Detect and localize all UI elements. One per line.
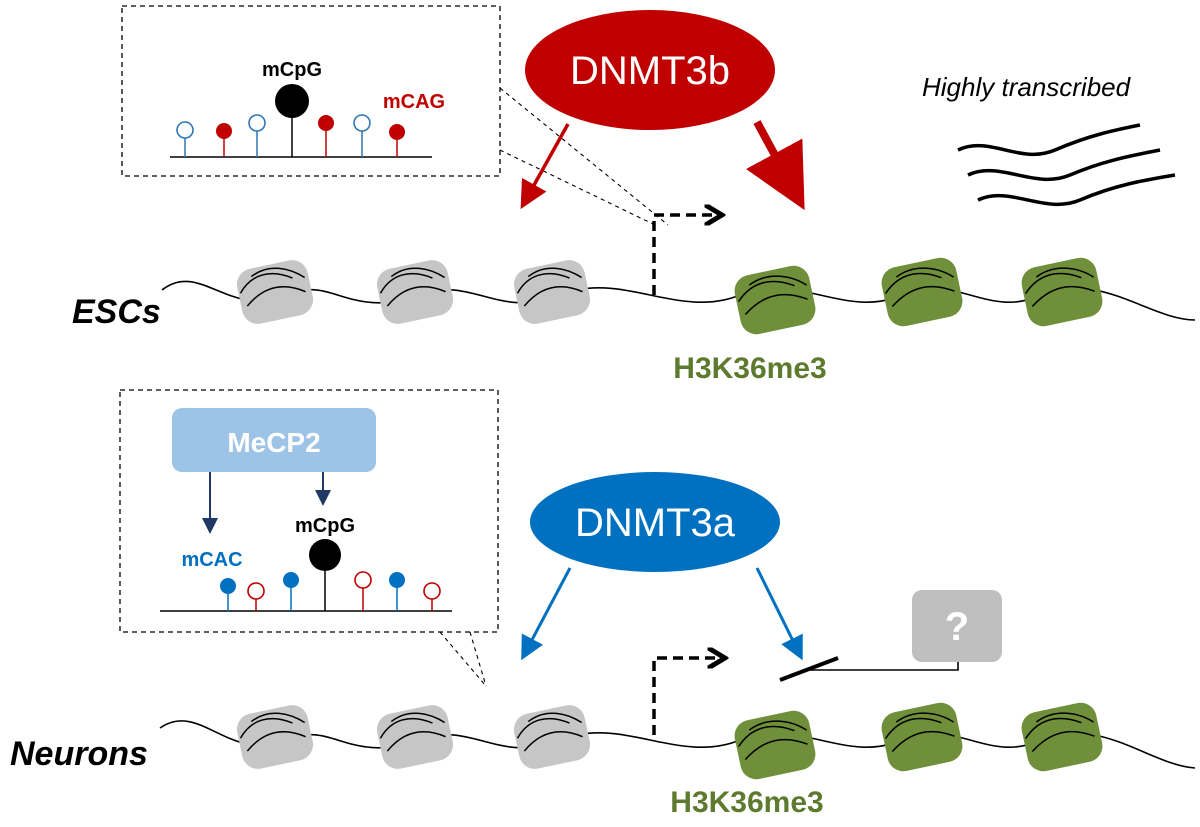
- esc-lollipop-unmethylated-2: [248, 114, 266, 157]
- unknown-connector-line: [810, 660, 959, 671]
- dnmt3a-enzyme: DNMT3a: [530, 472, 780, 572]
- esc-nucleosome-gray-3: [513, 260, 591, 324]
- neuron-nucleosome-gray-1: [236, 705, 314, 769]
- esc-tss-arrow: [652, 215, 715, 295]
- esc-mcpg-label: mCpG: [262, 59, 322, 81]
- neuron-cell-label: Neurons: [10, 735, 148, 773]
- dnmt3b-enzyme: DNMT3b: [525, 10, 775, 130]
- neuron-nucleosome-green-1: [734, 710, 816, 780]
- neuron-nucleosome-green-2: [881, 702, 963, 772]
- esc-callout-line-lower: [499, 149, 656, 226]
- neuron-callout-line-right: [469, 631, 487, 687]
- esc-methylation-inset: mCpG mCAG: [121, 5, 501, 177]
- esc-cell-label: ESCs: [72, 293, 161, 331]
- esc-nucleosome-gray-1: [236, 260, 314, 324]
- esc-nucleosome-green-2: [881, 257, 963, 327]
- transcript-lines-icon: [957, 123, 1176, 207]
- dnmt3b-arrow-mch: [520, 123, 570, 210]
- mecp2-box: [172, 408, 376, 472]
- neuron-lollipop-unmethylated-1: [247, 582, 265, 611]
- esc-inset-border: [121, 5, 501, 177]
- dnmt3a-arrow-gene-body: [755, 567, 803, 661]
- neuron-lollipop-unmethylated-2: [354, 571, 372, 611]
- esc-panel: mCpG mCAG DNMT3b Highly transcribed: [72, 5, 1196, 385]
- mecp2-reader: MeCP2: [172, 408, 376, 472]
- esc-lollipop-unmethylated-1: [176, 121, 194, 157]
- mecp2-label: MeCP2: [227, 427, 320, 458]
- neuron-inset-border: [119, 389, 499, 633]
- unknown-factor: ?: [912, 590, 1002, 662]
- block-bar-icon: [779, 656, 839, 682]
- neuron-lollipop-mcpg: [309, 539, 341, 611]
- dnmt3b-arrow-gene-body: [746, 120, 805, 211]
- esc-lollipop-unmethylated-3: [353, 114, 371, 157]
- esc-mcag-label: mCAG: [383, 91, 445, 113]
- neuron-tss-arrow: [652, 658, 718, 735]
- unknown-factor-box: [912, 590, 1002, 662]
- neuron-panel: MeCP2: [10, 389, 1196, 819]
- neuron-nucleosome-gray-3: [513, 705, 591, 769]
- esc-h3k36me3-label: H3K36me3: [673, 352, 826, 385]
- esc-nucleosome-green-3: [1021, 257, 1103, 327]
- neuron-nucleosome-gray-2: [376, 705, 454, 769]
- neuron-lollipop-mcac-3: [389, 572, 405, 611]
- neuron-h3k36me3-label: H3K36me3: [670, 786, 823, 819]
- esc-lollipop-mcag-1: [216, 123, 232, 157]
- esc-lollipop-mcag-2: [318, 115, 334, 157]
- neuron-methylation-inset: MeCP2: [119, 389, 499, 633]
- neuron-lollipop-mcac-2: [283, 572, 299, 611]
- neuron-lollipop-mcac-1: [220, 578, 236, 611]
- esc-lollipop-mcag-3: [389, 124, 405, 157]
- neuron-lollipop-unmethylated-3: [423, 582, 441, 611]
- esc-nucleosome-green-1: [734, 265, 816, 335]
- esc-nucleosomes: [236, 257, 1103, 335]
- unknown-factor-label: ?: [945, 605, 969, 649]
- esc-nucleosome-gray-2: [376, 260, 454, 324]
- neuron-nucleosome-green-3: [1021, 702, 1103, 772]
- neuron-callout-line-left: [439, 631, 487, 687]
- neuron-nucleosomes: [236, 702, 1103, 780]
- neuron-mcpg-label: mCpG: [295, 515, 355, 537]
- dnmt3a-arrow-mch: [521, 567, 572, 661]
- dnmt3b-ellipse: [525, 10, 775, 130]
- dnmt3b-label: DNMT3b: [570, 49, 730, 93]
- highly-transcribed-label: Highly transcribed: [922, 72, 1132, 102]
- dnmt3a-ellipse: [530, 472, 780, 572]
- dnmt3a-label: DNMT3a: [575, 501, 736, 545]
- neuron-mcac-label: mCAC: [181, 549, 242, 571]
- esc-lollipop-mcpg: [275, 84, 309, 157]
